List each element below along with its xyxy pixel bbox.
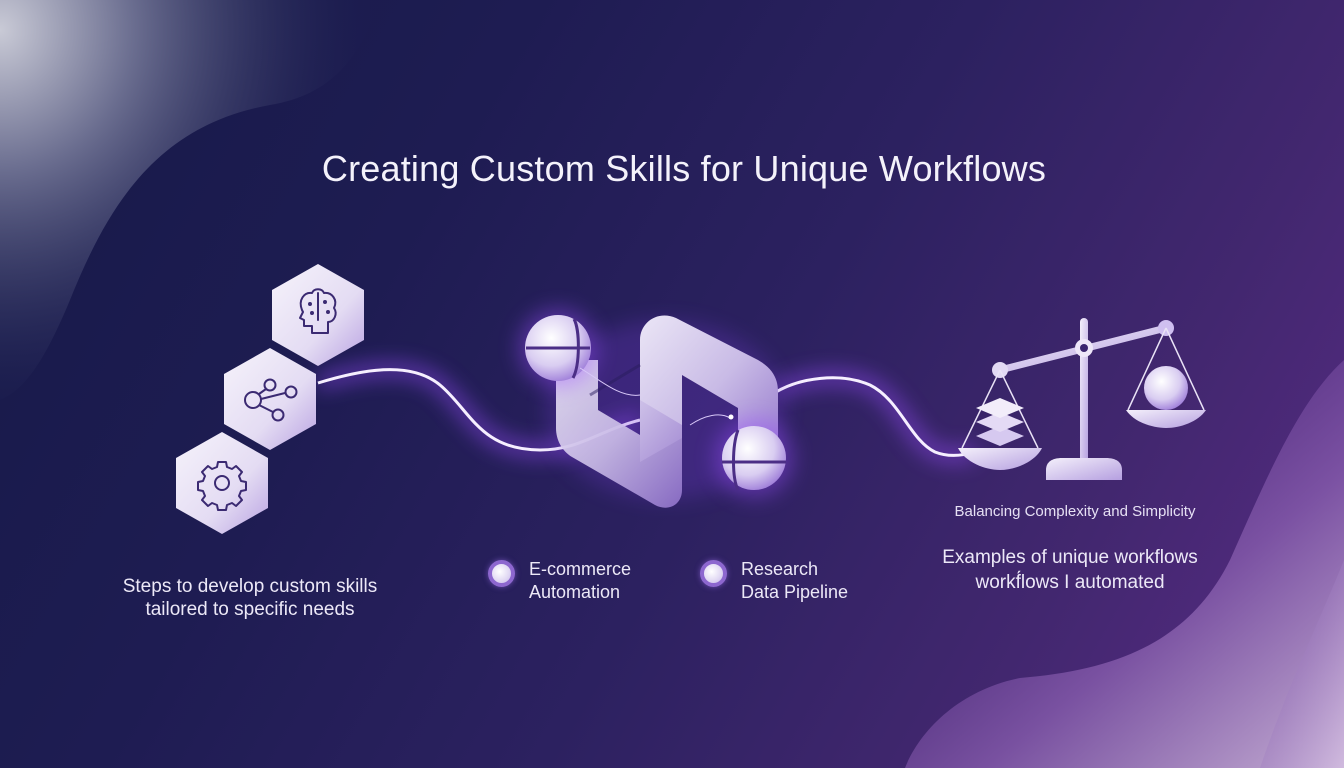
skills-steps-caption: Steps to develop custom skills tailored … <box>90 575 410 621</box>
sphere-node-bottom <box>689 414 794 498</box>
example-research-data-pipeline: Research Data Pipeline <box>700 558 848 604</box>
example-label: Research Data Pipeline <box>741 559 849 602</box>
skills-steps-line2: tailored to specific needs <box>145 599 355 620</box>
example-label: E-commerce Automation <box>529 559 632 602</box>
examples-line1: Examples of unique workflows <box>942 547 1198 568</box>
examples-line2: workf́lows I automated <box>975 572 1165 593</box>
examples-caption: Examples of unique workflows workf́lows … <box>915 545 1225 595</box>
gear-icon <box>197 461 247 511</box>
balance-caption: Balancing Complexity and Simplicity <box>954 503 1196 520</box>
sphere-node-top <box>518 308 641 396</box>
connector-wire-right <box>772 370 978 463</box>
example-ecommerce-automation: E-commerce Automation <box>488 558 631 604</box>
slide-title: Creating Custom Skills for Unique Workfl… <box>321 148 1047 189</box>
skills-steps-line1: Steps to develop custom skills <box>122 576 378 597</box>
hexagon-brain <box>272 264 364 366</box>
bullet-dot-icon <box>700 560 727 587</box>
hexagon-share <box>224 348 316 450</box>
layers-stack-icon <box>976 398 1024 446</box>
balance-scale-icon <box>958 318 1206 480</box>
hexagon-gear <box>176 432 268 534</box>
share-nodes-icon <box>244 378 298 422</box>
brain-head-icon <box>299 288 337 334</box>
bullet-dot-icon <box>488 560 515 587</box>
